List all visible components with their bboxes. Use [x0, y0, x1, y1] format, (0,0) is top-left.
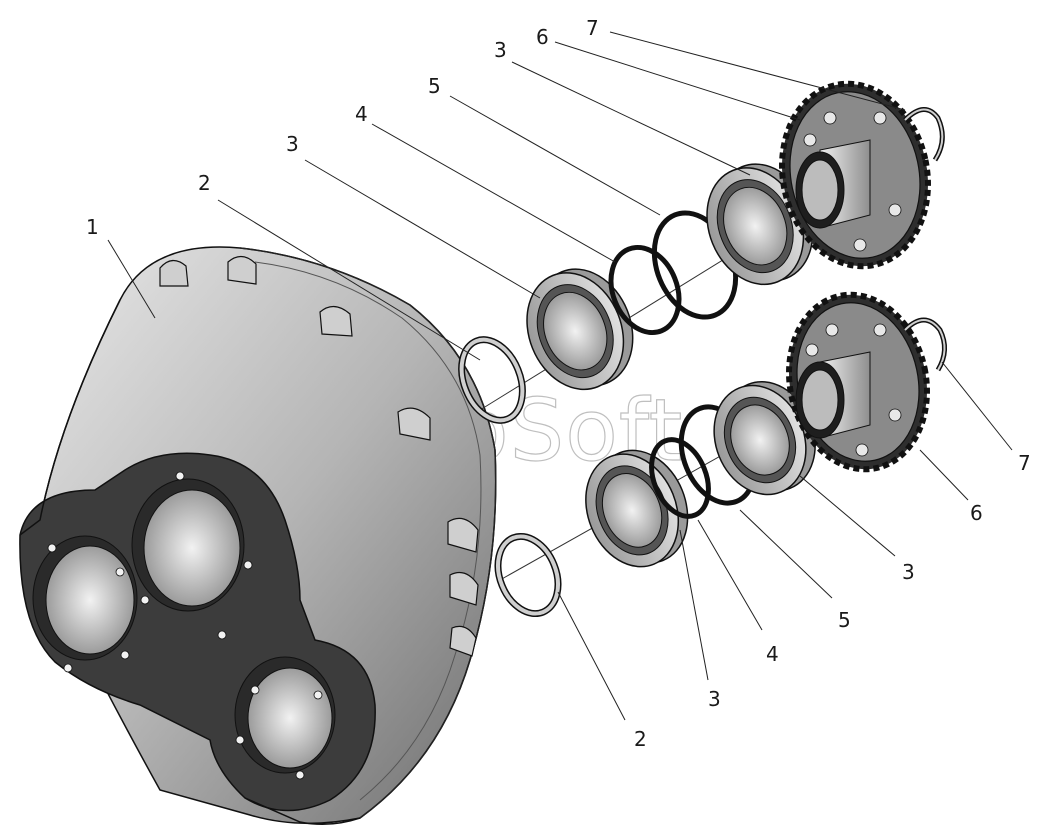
- callout-6-gear-top: 6: [536, 25, 549, 49]
- callout-7-circlip-bottom: 7: [1018, 451, 1031, 475]
- snap-ring-top-part: [458, 336, 526, 424]
- callout-5-lock-ring-bottom: 5: [838, 608, 851, 632]
- snap-ring-bottom-part: [494, 532, 562, 618]
- callout-3-bearing-top-outer: 3: [494, 38, 507, 62]
- gear-top-part: [779, 80, 931, 270]
- gear-bottom-part: [786, 291, 930, 473]
- callout-1-housing: 1: [86, 215, 99, 239]
- callout-3-bearing-bottom-inner: 3: [708, 687, 721, 711]
- callout-6-gear-bottom: 6: [970, 501, 983, 525]
- spacer-ring-bottom-part: [649, 437, 711, 519]
- callout-7-circlip-top: 7: [586, 16, 599, 40]
- callout-3-bearing-bottom-outer: 3: [902, 560, 915, 584]
- callout-4-spacer-ring-top: 4: [355, 102, 368, 126]
- bearing-top-outer-part: [706, 163, 814, 286]
- housing-part: [19, 246, 497, 825]
- callout-2-snap-ring-top: 2: [198, 171, 211, 195]
- circlip-bottom-part: [903, 317, 947, 372]
- callout-2-snap-ring-bottom: 2: [634, 727, 647, 751]
- callout-4-spacer-ring-bottom: 4: [766, 642, 779, 666]
- bearing-top-inner-part: [526, 268, 634, 391]
- callout-5-lock-ring-top: 5: [428, 74, 441, 98]
- callout-labels: 1 2 3 4 5 3 6 7 2 3 4 5 3 6 7: [86, 16, 1031, 751]
- callout-3-bearing-top-inner: 3: [286, 132, 299, 156]
- leader-lines: [107, 31, 1013, 721]
- bearing-bottom-outer-part: [713, 381, 816, 496]
- spacer-ring-top-part: [608, 244, 682, 336]
- circlip-top-part: [903, 107, 945, 162]
